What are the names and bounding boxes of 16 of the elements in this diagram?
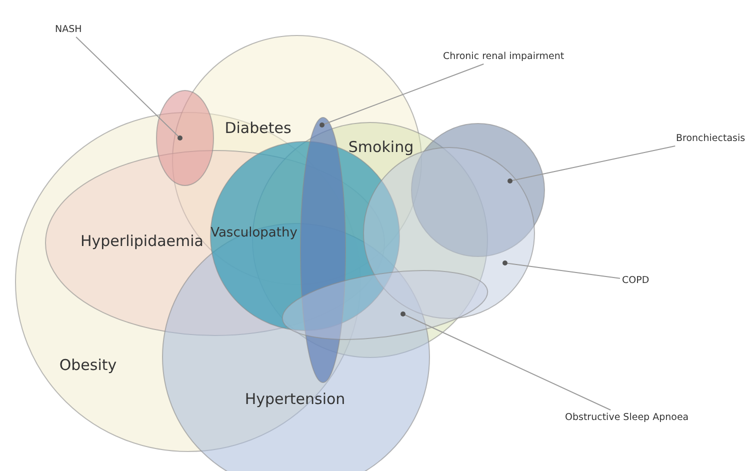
- region-label: Smoking: [348, 138, 414, 156]
- leader-line: [76, 36, 182, 140]
- callout-label: NASH: [55, 24, 82, 35]
- leader-line: [502, 260, 620, 279]
- region-label: Hyperlipidaemia: [80, 232, 204, 250]
- leader-line: [320, 64, 484, 128]
- region-label: Hypertension: [244, 390, 346, 408]
- callout-label: Obstructive Sleep Apnoea: [565, 412, 689, 423]
- callout-label: Chronic renal impairment: [443, 51, 564, 62]
- leader-line: [508, 146, 676, 184]
- region-label: Diabetes: [224, 119, 292, 137]
- callout-label: COPD: [622, 275, 650, 286]
- region-label: Obesity: [59, 356, 117, 374]
- region-label: Vasculopathy: [210, 226, 298, 240]
- callout-label: Bronchiectasis: [676, 133, 745, 144]
- leader-line: [400, 312, 612, 410]
